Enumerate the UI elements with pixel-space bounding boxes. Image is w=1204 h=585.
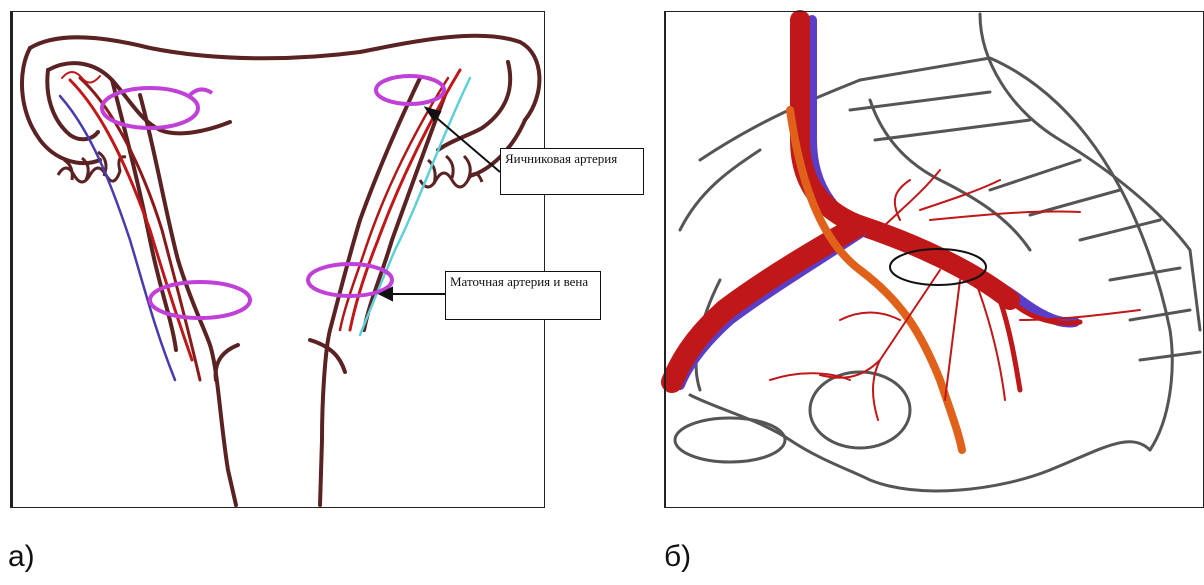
iliac-vessels: [672, 20, 1080, 390]
ligation-rings: [102, 76, 444, 318]
left-vessels: [60, 72, 200, 380]
label-ovarian-artery: Яичниковая артерия: [500, 148, 644, 195]
caption-b: б): [664, 540, 691, 574]
caption-a: а): [8, 540, 35, 574]
fimbriae-left: [58, 152, 126, 182]
label-uterine-artery-vein: Маточная артерия и вена: [445, 271, 601, 320]
